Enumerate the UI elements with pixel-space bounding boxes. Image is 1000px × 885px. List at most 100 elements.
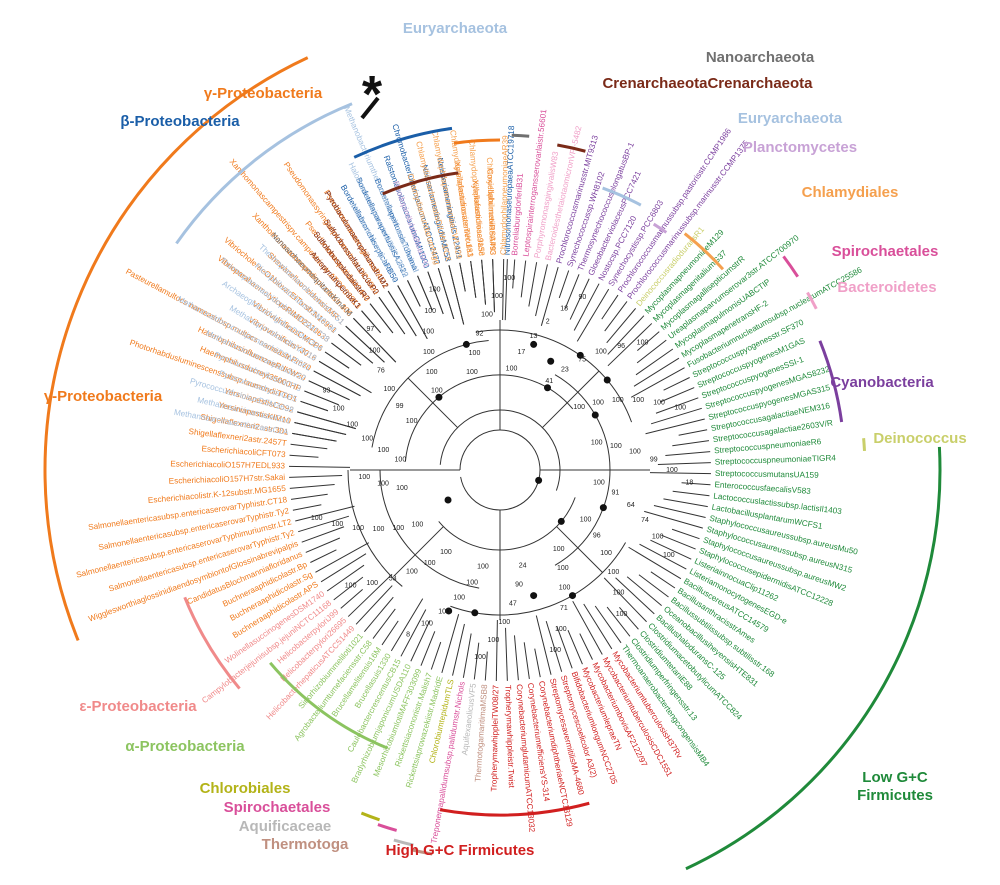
bootstrap-value: 100 [488, 637, 500, 644]
tree-branch [441, 614, 460, 673]
tree-branch [663, 498, 708, 508]
tree-branch [665, 451, 711, 457]
tree-branch [504, 259, 508, 321]
bootstrap-value: 18 [560, 305, 568, 312]
tree-branch [540, 267, 559, 326]
tree-branch [407, 280, 421, 307]
tree-branch [326, 564, 365, 592]
bootstrap-value: 100 [426, 369, 438, 376]
tree-branch [338, 333, 374, 364]
nanoarchaeota-arc [511, 133, 530, 138]
tree-branch [661, 534, 696, 550]
gamma-proteobacteria-main-arc [43, 56, 309, 642]
tree-branch [420, 631, 436, 666]
euryarchaeota-top-arc [175, 102, 353, 245]
bootstrap-value: 92 [476, 331, 484, 338]
bootstrap-values: 1001001001001009310099100761009710010010… [311, 275, 694, 661]
tree-branch [313, 370, 361, 397]
bootstrap-value: 53 [389, 575, 397, 582]
bootstrap-value: 100 [591, 440, 603, 447]
euryarchaeota-2-arc [602, 186, 642, 207]
tree-branch [607, 315, 645, 355]
bootstrap-value: 100 [369, 347, 381, 354]
bootstrap-value: 100 [453, 595, 465, 602]
bootstrap-value: 74 [641, 517, 649, 524]
tree-branch [534, 648, 541, 678]
tree-branch [481, 259, 487, 305]
tree-branch [633, 357, 680, 387]
bootstrap-value: 75 [578, 357, 586, 364]
chlamydiales-label: Chlamydiales [802, 184, 899, 201]
tree-branch [569, 278, 590, 320]
tree-branch [484, 651, 488, 681]
bootstrap-value: 47 [509, 600, 517, 607]
tree-branch [410, 620, 431, 662]
tree-branch [363, 596, 394, 632]
low-gc-firmicutes-arc [685, 446, 942, 871]
bootstrap-value: 100 [663, 552, 675, 559]
tree-branch [290, 443, 328, 450]
tree-branch [294, 422, 347, 435]
beta-proteobacteria-arc [353, 126, 453, 159]
bootstrap-value: 18 [686, 480, 694, 487]
crenarchaeota-label: Crenarchaeota [707, 75, 813, 92]
aquificaceae-label: Aquificaceae [239, 818, 332, 835]
bootstrap-value: 90 [515, 581, 523, 588]
tree-branch [628, 546, 682, 580]
chlorobiales-label: Chlorobiales [200, 780, 291, 797]
tree-branch [492, 259, 495, 313]
tree-branch [535, 264, 548, 317]
bootstrap-value: 91 [612, 490, 620, 497]
chlorobiales-arc [360, 811, 381, 822]
bootstrap-value: 99 [396, 403, 404, 410]
node-dot [530, 592, 538, 600]
tree-branch [290, 493, 328, 500]
bootstrap-value: 100 [600, 550, 612, 557]
bootstrap-value: 100 [377, 481, 389, 488]
node-dot [444, 496, 452, 504]
nanoarchaeota-label: Nanoarchaeota [706, 49, 815, 66]
bacteroidetes-label: Bacteroidetes [837, 279, 936, 296]
bootstrap-value: 100 [373, 526, 385, 533]
spirochaetales-right-arc [782, 255, 799, 278]
tree-branch [650, 539, 692, 560]
bootstrap-value: 100 [498, 619, 510, 626]
tree-branch [407, 377, 458, 428]
bootstrap-value: 100 [637, 339, 649, 346]
node-dot [591, 411, 599, 419]
bootstrap-value: 96 [617, 343, 625, 350]
bootstrap-value: 13 [530, 333, 538, 340]
tree-branch [502, 259, 505, 321]
tree-branch [301, 526, 345, 543]
bootstrap-value: 100 [421, 621, 433, 628]
bootstrap-value: 100 [474, 654, 486, 661]
bootstrap-value: 99 [650, 456, 658, 463]
bootstrap-value: 100 [358, 474, 370, 481]
tree-branch [331, 342, 362, 366]
beta-proteobacteria-label: β-Proteobacteria [120, 113, 240, 130]
node-dot [462, 340, 470, 348]
tree-branch [657, 462, 711, 465]
bootstrap-value: 100 [422, 329, 434, 336]
taxon-labels: NitrosomonaseuropaeaATCC19718Coxiellabur… [75, 105, 864, 844]
epsilon-proteobacteria-label: ε-Proteobacteria [79, 698, 197, 715]
node-dot [547, 357, 555, 365]
tree-branch [505, 627, 508, 681]
tree-branch [437, 268, 455, 320]
bootstrap-value: 100 [555, 626, 567, 633]
tree-branch [475, 329, 633, 423]
gamma-proteobacteria-top-arc [453, 138, 501, 145]
tree-branches [289, 259, 711, 681]
tree-branch [300, 400, 329, 412]
tree-branch [430, 641, 442, 670]
bootstrap-value: 17 [517, 349, 525, 356]
tree-branch [655, 397, 699, 414]
thermotoga-label: Thermotoga [262, 836, 349, 853]
bootstrap-value: 100 [424, 560, 436, 567]
taxon-label: StreptococcusmutansUA159 [715, 469, 819, 480]
node-dot [599, 504, 607, 512]
taxon-label: EscherichiacoliO157H7EDL933 [170, 459, 285, 470]
bootstrap-value: 71 [560, 605, 568, 612]
tree-branch [320, 553, 367, 583]
bootstrap-value: 100 [361, 435, 373, 442]
